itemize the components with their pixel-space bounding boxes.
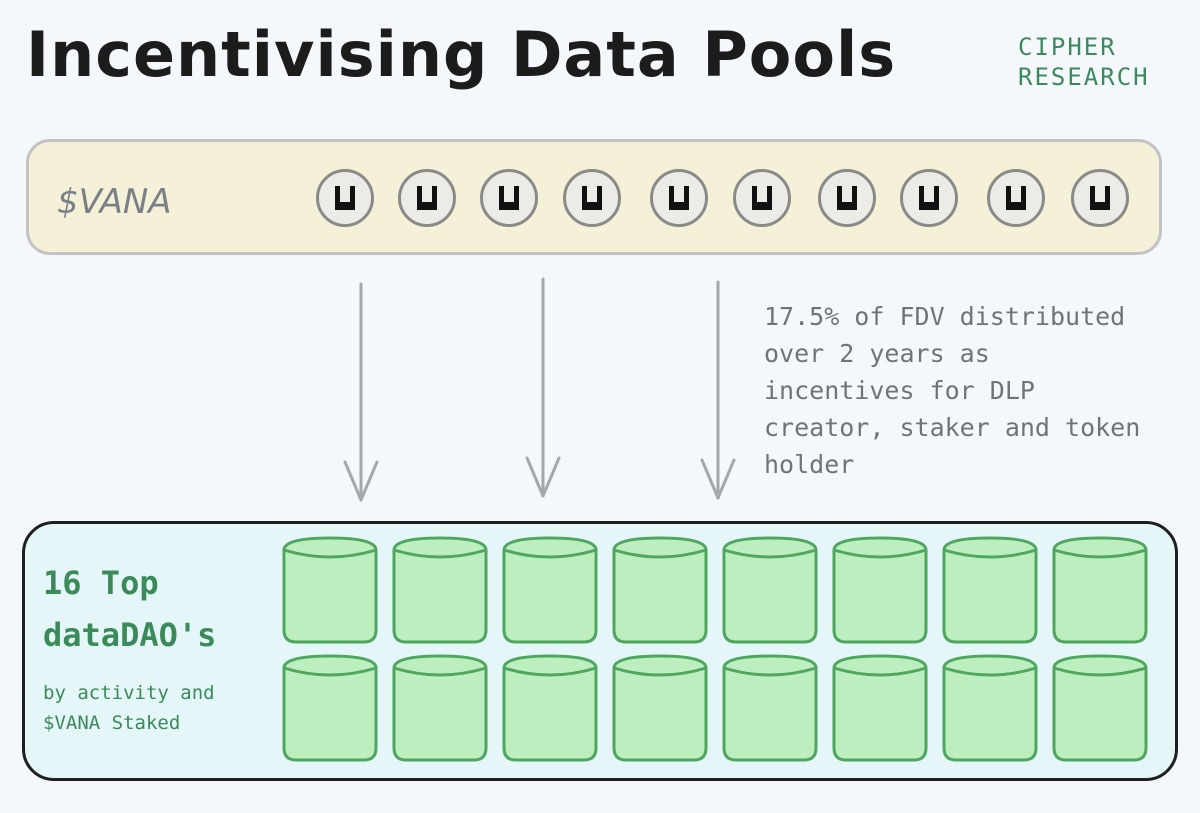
cylinder-icon xyxy=(832,654,928,762)
data-pool-cylinder-icon xyxy=(500,534,600,646)
vana-coin-icon xyxy=(733,169,791,227)
v-glyph-icon xyxy=(919,186,939,210)
dao-title-line-1: 16 Top xyxy=(43,564,159,602)
arrow-down-icon xyxy=(700,280,736,500)
data-pool-cylinder-icon xyxy=(940,652,1040,764)
arrow-down-icon xyxy=(343,282,379,502)
brand-logo-text: CIPHER RESEARCH xyxy=(1018,32,1150,92)
data-pool-cylinder-icon xyxy=(500,652,600,764)
vana-coin-icon xyxy=(650,169,708,227)
data-pool-cylinder-icon xyxy=(610,534,710,646)
data-pool-cylinder-icon xyxy=(830,534,930,646)
v-glyph-icon xyxy=(582,186,602,210)
cylinder-icon xyxy=(502,536,598,644)
page-title: Incentivising Data Pools xyxy=(26,18,897,91)
cylinder-icon xyxy=(1052,536,1148,644)
dao-subtitle-line-1: by activity and xyxy=(43,682,215,704)
brand-line-2: RESEARCH xyxy=(1018,63,1150,91)
data-pool-cylinder-icon xyxy=(1050,652,1150,764)
data-pool-cylinder-icon xyxy=(720,534,820,646)
cylinder-icon xyxy=(722,536,818,644)
vana-coin-icon xyxy=(398,169,456,227)
dao-subtitle: by activity and $VANA Staked xyxy=(43,678,215,738)
cylinder-icon xyxy=(392,536,488,644)
data-pool-cylinder-icon xyxy=(390,534,490,646)
v-glyph-icon xyxy=(417,186,437,210)
vana-coin-icon xyxy=(316,169,374,227)
dao-title-line-2: dataDAO's xyxy=(43,616,217,654)
distribution-note: 17.5% of FDV distributed over 2 years as… xyxy=(764,302,1141,479)
cylinder-icon xyxy=(942,654,1038,762)
cylinder-icon xyxy=(282,654,378,762)
vana-coin-icon xyxy=(563,169,621,227)
vana-coin-icon xyxy=(1071,169,1129,227)
cylinder-icon xyxy=(612,536,708,644)
dao-title: 16 Top dataDAO's xyxy=(43,557,216,661)
cylinder-icon xyxy=(942,536,1038,644)
vana-coin-icon xyxy=(987,169,1045,227)
v-glyph-icon xyxy=(1006,186,1026,210)
cylinder-icon xyxy=(282,536,378,644)
data-pool-cylinder-icon xyxy=(610,652,710,764)
v-glyph-icon xyxy=(335,186,355,210)
data-pool-cylinder-icon xyxy=(720,652,820,764)
data-pool-cylinder-icon xyxy=(1050,534,1150,646)
v-glyph-icon xyxy=(669,186,689,210)
v-glyph-icon xyxy=(499,186,519,210)
cylinder-icon xyxy=(1052,654,1148,762)
data-pool-cylinder-icon xyxy=(390,652,490,764)
data-pool-cylinder-icon xyxy=(940,534,1040,646)
cylinder-icon xyxy=(392,654,488,762)
vana-token-label: $VANA xyxy=(57,182,172,222)
data-pool-cylinder-icon xyxy=(280,652,380,764)
cylinder-icon xyxy=(832,536,928,644)
brand-line-1: CIPHER xyxy=(1018,33,1117,61)
data-pool-cylinder-icon xyxy=(280,534,380,646)
cylinder-icon xyxy=(612,654,708,762)
cylinder-icon xyxy=(722,654,818,762)
vana-token-bar: $VANA xyxy=(26,139,1162,255)
v-glyph-icon xyxy=(752,186,772,210)
arrow-down-icon xyxy=(525,277,561,498)
cylinder-icon xyxy=(502,654,598,762)
data-pool-cylinder-icon xyxy=(830,652,930,764)
vana-coin-icon xyxy=(480,169,538,227)
vana-coin-icon xyxy=(900,169,958,227)
data-dao-pool-box: 16 Top dataDAO's by activity and $VANA S… xyxy=(22,521,1178,781)
dao-subtitle-line-2: $VANA Staked xyxy=(43,712,181,734)
v-glyph-icon xyxy=(837,186,857,210)
v-glyph-icon xyxy=(1090,186,1110,210)
vana-coin-icon xyxy=(818,169,876,227)
